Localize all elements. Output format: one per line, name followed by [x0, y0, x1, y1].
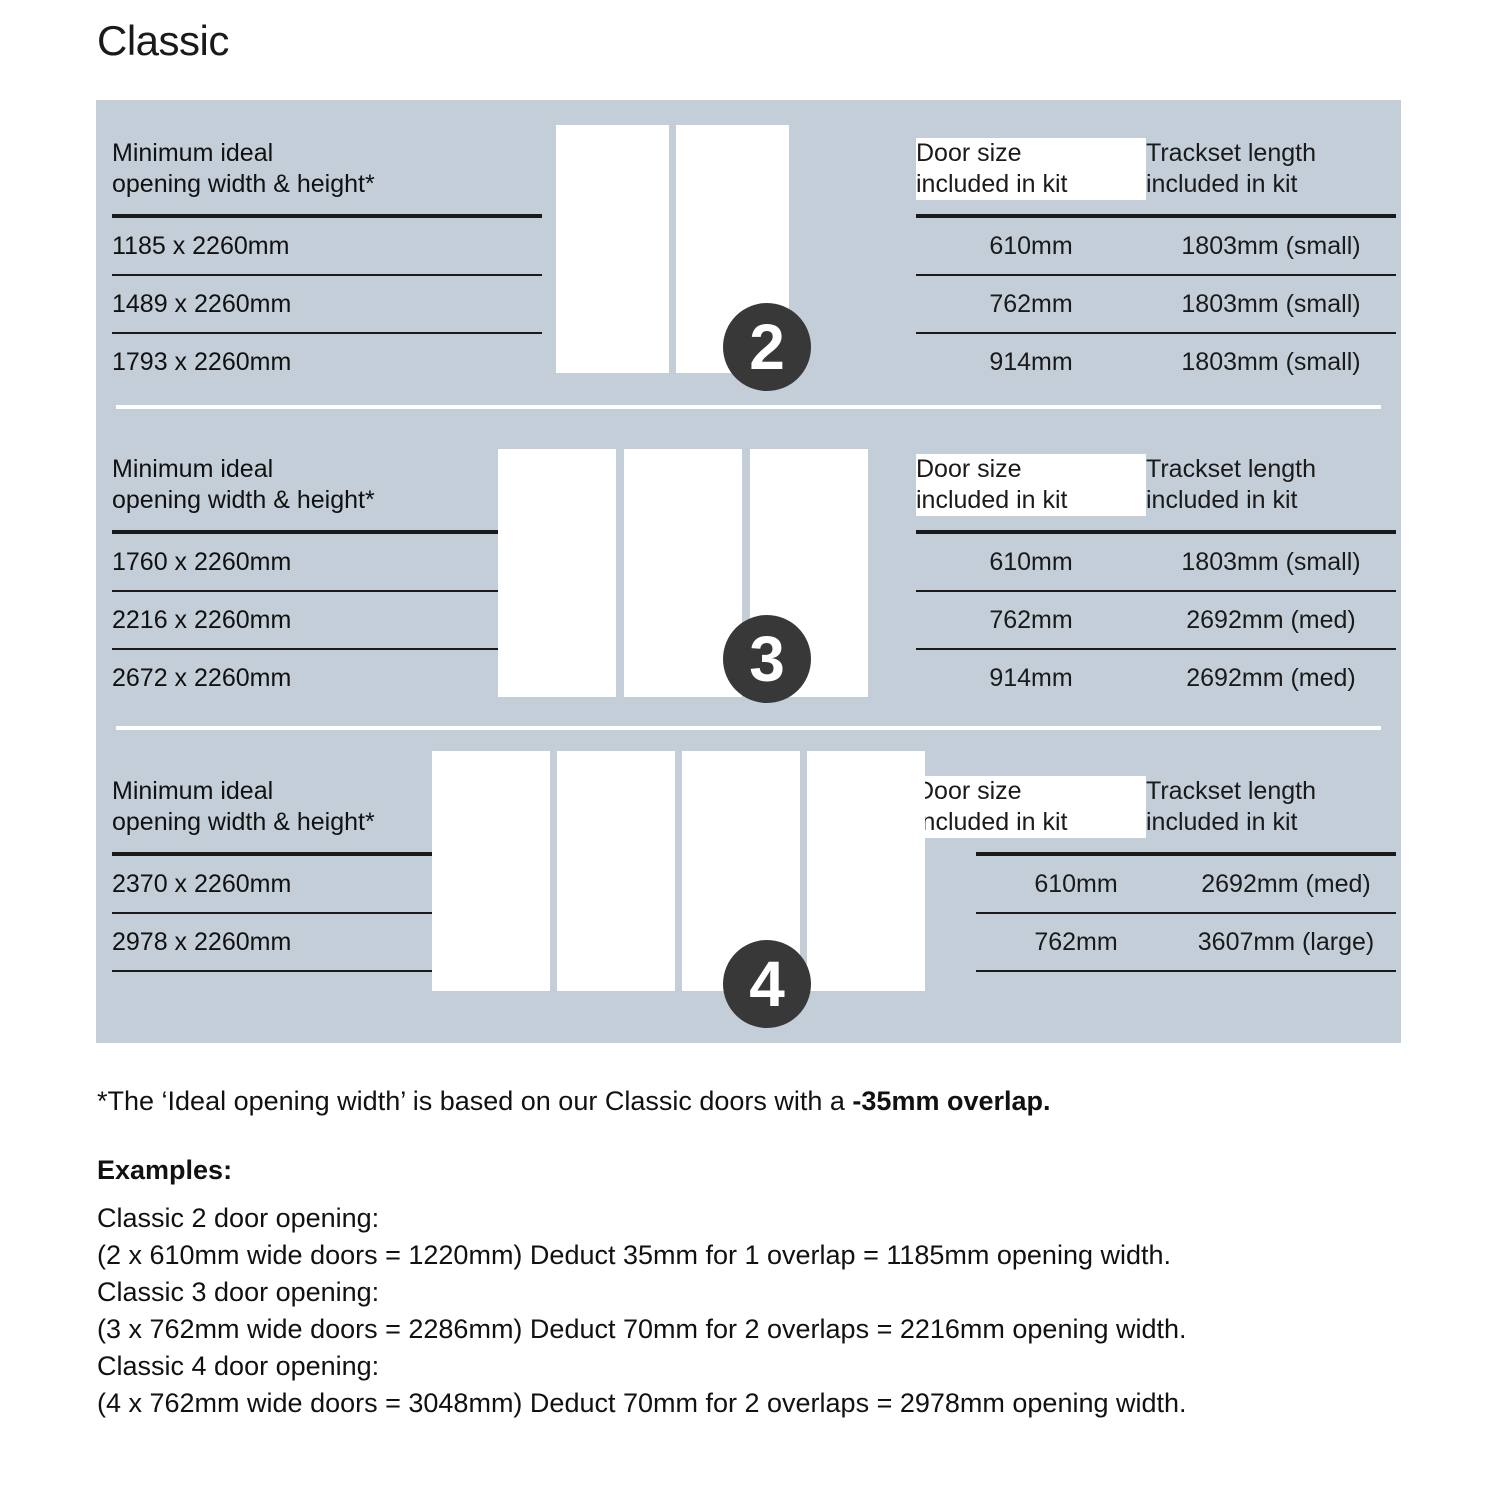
- opening-value-2-1: 1760 x 2260mm: [112, 548, 292, 576]
- examples-title: Examples:: [97, 1155, 233, 1185]
- door-size-2-3: 914mm: [989, 664, 1073, 692]
- examples-list: Classic 2 door opening: (2 x 610mm wide …: [97, 1200, 1187, 1422]
- kit-headers-3: Door size included in kit Trackset lengt…: [916, 738, 1396, 838]
- kit-row-rule-2-2: [916, 648, 1396, 650]
- kit-row-rule-2-1: [916, 590, 1396, 592]
- opening-header-2: Minimum ideal opening width & height*: [112, 455, 375, 514]
- opening-value-3-1: 2370 x 2260mm: [112, 870, 292, 898]
- door-size-header-1: Door size included in kit: [916, 138, 1146, 200]
- row-rule-3-2: [112, 970, 442, 972]
- section-4-door: Minimum ideal opening width & height* 23…: [96, 738, 1401, 1043]
- kit-row-rule-1-2: [916, 332, 1396, 334]
- kit-header-rule-1: [916, 214, 1396, 218]
- section-3-door: Minimum ideal opening width & height* 17…: [96, 416, 1401, 718]
- door-panel: [498, 449, 616, 697]
- opening-column-2: Minimum ideal opening width & height* 17…: [112, 416, 542, 706]
- example-line: (3 x 762mm wide doors = 2286mm) Deduct 7…: [97, 1314, 1187, 1344]
- door-panel: [807, 751, 925, 991]
- row-rule-1-2: [112, 332, 542, 334]
- door-panel: [624, 449, 742, 697]
- kit-row-1-2: 762mm 1803mm (small): [916, 276, 1396, 332]
- kit-row-2-2: 762mm 2692mm (med): [916, 592, 1396, 648]
- trackset-2-2: 2692mm (med): [1186, 606, 1356, 634]
- kit-column-2: Door size included in kit Trackset lengt…: [916, 416, 1396, 706]
- door-count-badge-4: 4: [723, 940, 811, 1028]
- kit-row-1-1: 610mm 1803mm (small): [916, 218, 1396, 274]
- section-divider-2: [116, 726, 1381, 730]
- door-count-badge-3: 3: [723, 615, 811, 703]
- kit-headers-2: Door size included in kit Trackset lengt…: [916, 416, 1396, 516]
- footnote-bold: -35mm overlap.: [852, 1086, 1051, 1116]
- kit-header-rule-2: [916, 530, 1396, 534]
- door-size-header-2: Door size included in kit: [916, 454, 1146, 516]
- door-panel: [432, 751, 550, 991]
- kit-row-rule-3-1: [976, 912, 1396, 914]
- kit-row-3-2: 762mm 3607mm (large): [976, 914, 1396, 970]
- row-rule-2-2: [112, 648, 542, 650]
- header-rule-3: [112, 852, 442, 856]
- door-size-1-2: 762mm: [989, 290, 1073, 318]
- kit-row-2-1: 610mm 1803mm (small): [916, 534, 1396, 590]
- door-size-2-2: 762mm: [989, 606, 1073, 634]
- example-line: Classic 4 door opening:: [97, 1351, 380, 1381]
- opening-column-1: Minimum ideal opening width & height* 11…: [112, 100, 542, 390]
- kit-row-rule-3-2: [976, 970, 1396, 972]
- example-line: Classic 2 door opening:: [97, 1203, 380, 1233]
- kit-headers-1: Door size included in kit Trackset lengt…: [916, 100, 1396, 200]
- opening-value-1-3: 1793 x 2260mm: [112, 348, 292, 376]
- section-2-door: Minimum ideal opening width & height* 11…: [96, 100, 1401, 402]
- door-size-1-1: 610mm: [989, 232, 1073, 260]
- trackset-2-3: 2692mm (med): [1186, 664, 1356, 692]
- opening-value-2-2: 2216 x 2260mm: [112, 606, 292, 634]
- example-line: Classic 3 door opening:: [97, 1277, 380, 1307]
- row-rule-3-1: [112, 912, 442, 914]
- opening-header-1: Minimum ideal opening width & height*: [112, 139, 375, 198]
- door-diagram-3: [498, 449, 868, 697]
- trackset-1-1: 1803mm (small): [1181, 232, 1361, 260]
- trackset-header-1: Trackset length included in kit: [1146, 139, 1316, 198]
- header-rule-2: [112, 530, 542, 534]
- opening-value-2-3: 2672 x 2260mm: [112, 664, 292, 692]
- trackset-3-1: 2692mm (med): [1201, 870, 1371, 898]
- door-panel: [557, 751, 675, 991]
- door-diagram-4: [432, 751, 925, 991]
- footnote-prefix: *The ‘Ideal opening width’ is based on o…: [97, 1086, 853, 1116]
- trackset-header-3: Trackset length included in kit: [1146, 777, 1316, 836]
- door-size-3-1: 610mm: [1034, 870, 1118, 898]
- door-size-header-3: Door size included in kit: [916, 776, 1146, 838]
- kit-row-1-3: 914mm 1803mm (small): [916, 334, 1396, 390]
- kit-column-3: Door size included in kit Trackset lengt…: [916, 738, 1396, 972]
- page-title: Classic: [97, 17, 229, 64]
- door-size-3-2: 762mm: [1034, 928, 1118, 956]
- door-size-2-1: 610mm: [989, 548, 1073, 576]
- row-rule-2-1: [112, 590, 542, 592]
- opening-column-3: Minimum ideal opening width & height* 23…: [112, 738, 542, 972]
- example-line: (4 x 762mm wide doors = 3048mm) Deduct 7…: [97, 1388, 1187, 1418]
- kit-header-rule-3: [976, 852, 1396, 856]
- kit-row-2-3: 914mm 2692mm (med): [916, 650, 1396, 706]
- kit-column-1: Door size included in kit Trackset lengt…: [916, 100, 1396, 390]
- kit-row-3-1: 610mm 2692mm (med): [976, 856, 1396, 912]
- opening-value-1-1: 1185 x 2260mm: [112, 232, 290, 260]
- door-count-badge-2: 2: [723, 303, 811, 391]
- door-panel: [556, 125, 669, 373]
- header-rule-1: [112, 214, 542, 218]
- opening-value-1-2: 1489 x 2260mm: [112, 290, 292, 318]
- kit-row-rule-1-1: [916, 274, 1396, 276]
- trackset-header-2: Trackset length included in kit: [1146, 455, 1316, 514]
- section-divider-1: [116, 405, 1381, 409]
- trackset-3-2: 3607mm (large): [1197, 928, 1375, 956]
- footnote: *The ‘Ideal opening width’ is based on o…: [97, 1085, 1051, 1117]
- door-size-1-3: 914mm: [989, 348, 1073, 376]
- opening-value-3-2: 2978 x 2260mm: [112, 928, 292, 956]
- spec-panel: Minimum ideal opening width & height* 11…: [96, 100, 1401, 1043]
- trackset-1-2: 1803mm (small): [1181, 290, 1361, 318]
- trackset-1-3: 1803mm (small): [1181, 348, 1361, 376]
- row-rule-1-1: [112, 274, 542, 276]
- example-line: (2 x 610mm wide doors = 1220mm) Deduct 3…: [97, 1240, 1172, 1270]
- opening-header-3: Minimum ideal opening width & height*: [112, 777, 375, 836]
- trackset-2-1: 1803mm (small): [1181, 548, 1361, 576]
